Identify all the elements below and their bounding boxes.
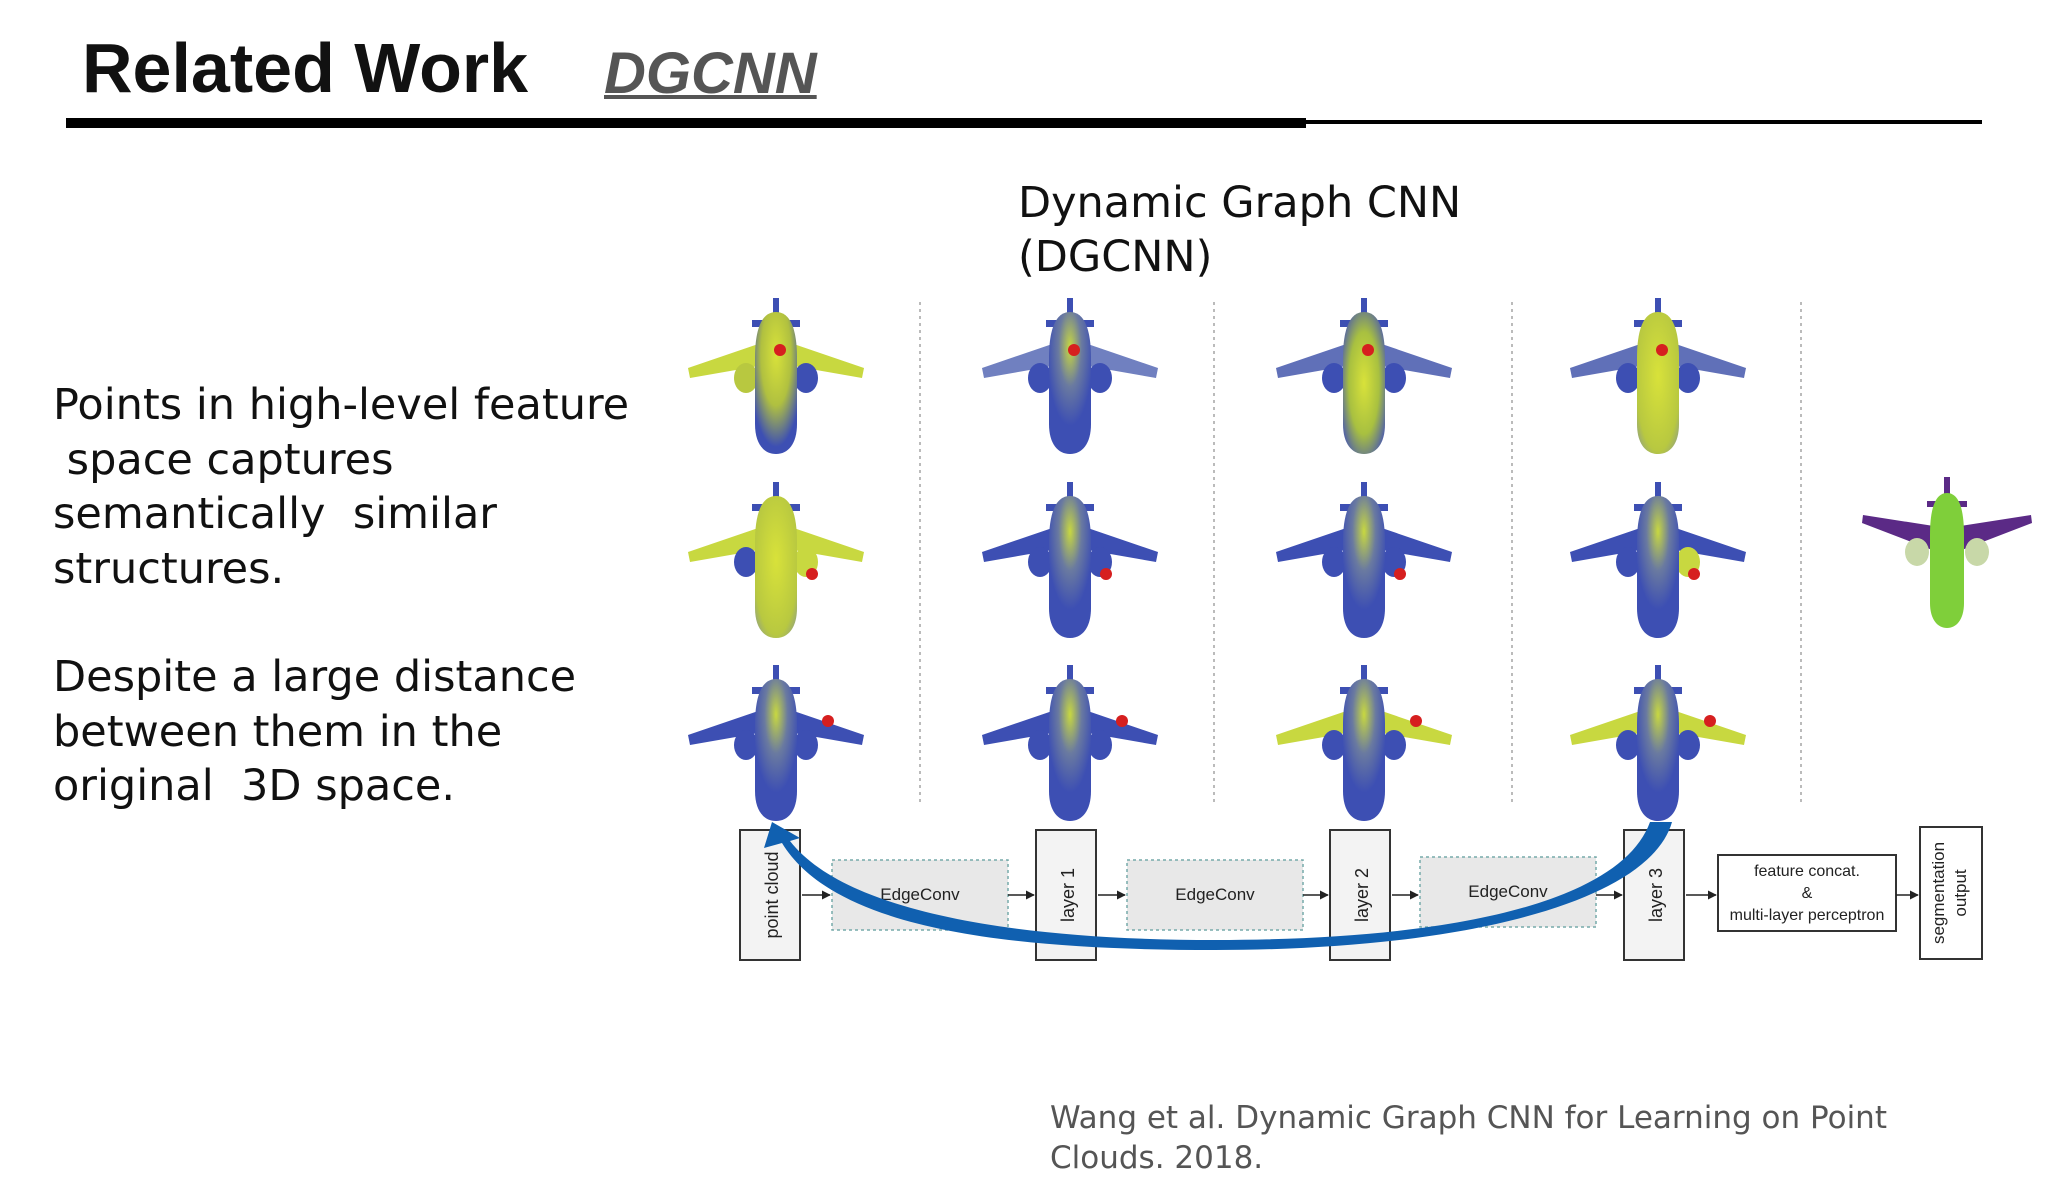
airplane-r2-c3	[1276, 482, 1452, 638]
segmentation-output-plane	[1862, 477, 2032, 628]
query-point-2-3	[1394, 568, 1406, 580]
pipeline-diagram: point cloud EdgeConv layer 1 EdgeConv la…	[739, 826, 1983, 961]
edgeconv-label-2: EdgeConv	[1175, 885, 1255, 904]
slide-title: Related Work	[82, 29, 529, 107]
figure-label-line-1: Dynamic Graph CNN	[1018, 178, 1462, 228]
airplane-r3-c1	[688, 665, 864, 821]
airplane-r1-c4	[1570, 298, 1746, 454]
figure-label: Dynamic Graph CNN (DGCNN)	[1018, 176, 1461, 284]
header-rule-thin	[1306, 120, 1982, 124]
body-text: Points in high-level feature space captu…	[53, 378, 653, 814]
query-point-1-4	[1656, 344, 1668, 356]
query-point-3-1	[822, 715, 834, 727]
query-point-2-4	[1688, 568, 1700, 580]
airplane-r2-c2	[982, 482, 1158, 638]
dgcnn-figure: point cloud EdgeConv layer 1 EdgeConv la…	[688, 298, 2032, 961]
query-point-3-4	[1704, 715, 1716, 727]
airplane-grid	[688, 298, 1746, 821]
output-label-line-2: output	[1951, 869, 1970, 917]
query-point-1-3	[1362, 344, 1374, 356]
figure-label-line-2: (DGCNN)	[1018, 232, 1213, 282]
slide-subtitle: DGCNN	[604, 41, 817, 106]
citation: Wang et al. Dynamic Graph CNN for Learni…	[1050, 1100, 1887, 1176]
body-paragraph-1: Points in high-level feature space captu…	[53, 380, 630, 594]
mlp-box	[1717, 854, 1897, 932]
airplane-r2-c1	[688, 482, 864, 638]
airplane-r1-c3	[1276, 298, 1452, 454]
airplane-r3-c2	[982, 665, 1158, 821]
query-point-1-1	[774, 344, 786, 356]
layer-1-label: layer 1	[1058, 868, 1078, 922]
query-point-3-3	[1410, 715, 1422, 727]
query-point-2-1	[806, 568, 818, 580]
airplane-r3-c3	[1276, 665, 1452, 821]
point-cloud-label: point cloud	[762, 851, 782, 938]
header-rule-thick	[66, 118, 1306, 128]
layer-2-label: layer 2	[1352, 868, 1372, 922]
edgeconv-label-1: EdgeConv	[880, 885, 960, 904]
query-point-1-2	[1068, 344, 1080, 356]
airplane-r1-c1	[688, 298, 864, 454]
output-label-line-1: segmentation	[1929, 842, 1948, 944]
layer-3-label: layer 3	[1646, 868, 1666, 922]
edgeconv-box-2	[1126, 859, 1304, 931]
query-point-3-2	[1116, 715, 1128, 727]
airplane-r2-c4	[1570, 482, 1746, 638]
body-paragraph-2: Despite a large distance between them in…	[53, 652, 577, 811]
segmentation-output-box	[1919, 826, 1983, 960]
mlp-label-line-1: feature concat.	[1754, 863, 1860, 880]
query-point-2-2	[1100, 568, 1112, 580]
edgeconv-label-3: EdgeConv	[1468, 882, 1548, 901]
mlp-label-line-3: multi-layer perceptron	[1730, 907, 1885, 924]
airplane-r1-c2	[982, 298, 1158, 454]
airplane-r3-c4	[1570, 665, 1746, 821]
mlp-label-line-2: &	[1802, 885, 1813, 902]
